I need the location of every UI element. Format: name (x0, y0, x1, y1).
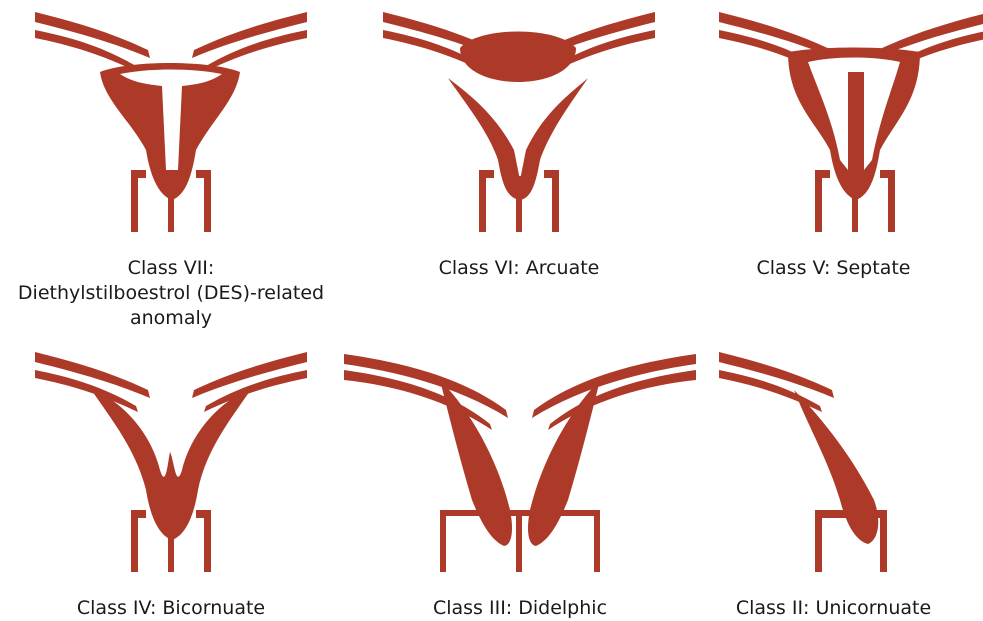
uterus-class-iv-shape (35, 352, 307, 572)
caption-class-vii: Class VII: Diethylstilboestrol (DES)-rel… (0, 256, 342, 331)
caption-class-ii: Class II: Unicornuate (684, 596, 983, 621)
uterus-class-vi-shape (383, 12, 655, 232)
caption-class-iii: Class III: Didelphic (320, 596, 720, 621)
caption-class-v: Class V: Septate (684, 256, 983, 281)
caption-class-vi: Class VI: Arcuate (348, 256, 690, 281)
caption-class-iv: Class IV: Bicornuate (0, 596, 342, 621)
uterus-class-ii-shape (719, 352, 887, 572)
uterus-class-iii-shape (344, 354, 696, 572)
uterus-class-vii-shape (35, 12, 307, 232)
uterus-class-v-shape (719, 12, 983, 232)
